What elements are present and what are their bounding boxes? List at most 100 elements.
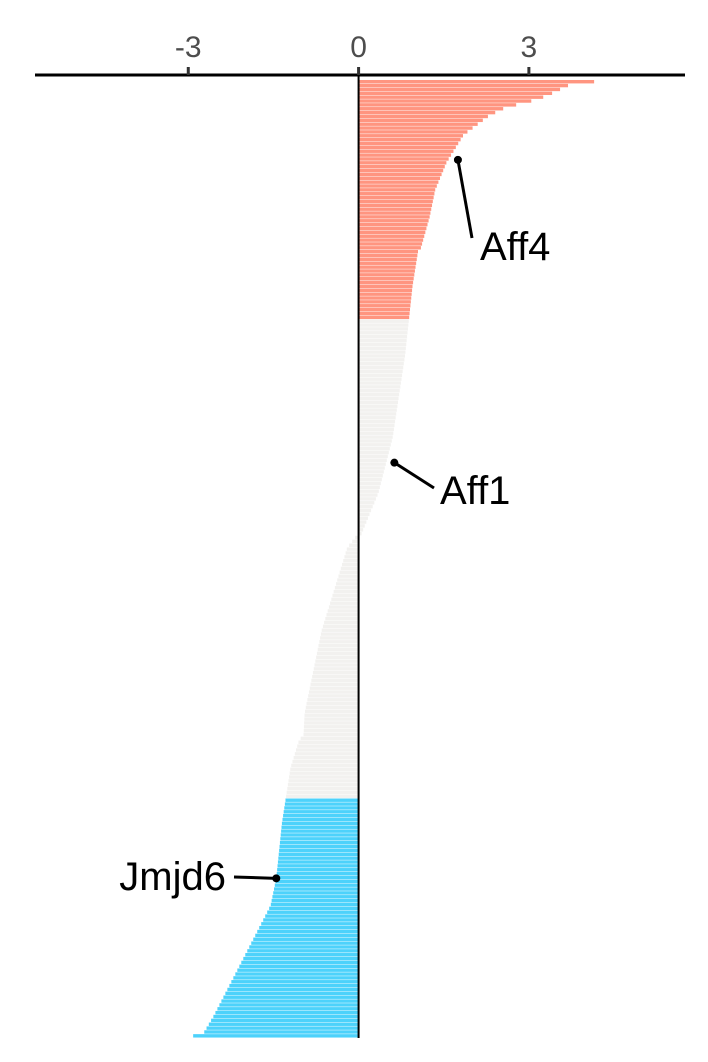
bar-positive	[358, 172, 442, 177]
bar-neutral	[358, 331, 408, 335]
bar-negative	[278, 852, 359, 856]
tick-label: -3	[175, 31, 202, 64]
bar-neutral	[309, 686, 359, 690]
bar-neutral	[336, 582, 359, 586]
bar-neutral	[358, 531, 362, 536]
bar-positive	[358, 134, 464, 138]
bar-neutral	[312, 674, 359, 679]
bar-neutral	[297, 744, 359, 748]
bar-neutral	[343, 559, 359, 563]
bar-negative	[249, 945, 359, 949]
bar-neutral	[289, 775, 359, 779]
bar-neutral	[358, 323, 409, 327]
bar-neutral	[358, 423, 395, 428]
bar-negative	[276, 871, 359, 876]
bar-neutral	[310, 682, 359, 687]
bar-positive	[358, 300, 411, 304]
bar-neutral	[358, 381, 401, 385]
bar-positive	[358, 107, 504, 111]
bar-neutral	[358, 504, 373, 509]
bar-negative	[274, 887, 359, 891]
bar-negative	[253, 937, 359, 941]
bar-neutral	[300, 736, 359, 741]
bar-neutral	[296, 748, 359, 752]
bar-neutral	[358, 474, 383, 478]
bar-neutral	[358, 454, 388, 459]
bar-negative	[233, 976, 359, 980]
bar-negative	[284, 802, 359, 806]
bar-neutral	[292, 759, 359, 764]
bar-negative	[229, 983, 359, 988]
bar-neutral	[291, 763, 359, 768]
bar-negative	[269, 906, 359, 911]
bar-neutral	[320, 636, 359, 640]
bar-negative	[255, 933, 359, 938]
bar-positive	[358, 145, 456, 150]
bar-neutral	[307, 698, 359, 702]
bar-positive	[358, 168, 444, 173]
bar-neutral	[358, 443, 391, 447]
bar-neutral	[313, 667, 359, 671]
bar-neutral	[345, 551, 359, 555]
bar-neutral	[358, 338, 407, 343]
bar-neutral	[358, 416, 396, 420]
bar-positive	[358, 226, 427, 231]
bar-neutral	[349, 543, 359, 547]
bar-neutral	[358, 485, 380, 490]
bar-neutral	[304, 709, 359, 714]
tick-label: 0	[350, 31, 367, 64]
bar-neutral	[308, 690, 359, 694]
bar-neutral	[316, 651, 359, 656]
bar-neutral	[289, 771, 359, 775]
bar-positive	[358, 180, 439, 184]
bar-neutral	[314, 663, 359, 667]
bar-neutral	[358, 412, 397, 416]
bar-neutral	[358, 497, 376, 501]
bar-negative	[283, 813, 359, 818]
bar-neutral	[342, 562, 359, 567]
bar-negative	[259, 925, 359, 930]
bar-positive	[358, 315, 410, 320]
bar-neutral	[358, 334, 408, 339]
bar-negative	[206, 1026, 359, 1030]
bar-positive	[358, 307, 411, 312]
bar-negative	[231, 980, 359, 984]
bar-positive	[358, 246, 421, 250]
bar-positive	[358, 211, 431, 215]
bar-neutral	[358, 396, 399, 401]
bar-positive	[358, 192, 435, 196]
bar-positive	[358, 311, 410, 316]
bar-neutral	[358, 419, 396, 424]
bar-negative	[284, 806, 359, 810]
bar-neutral	[286, 794, 359, 799]
bar-neutral	[358, 450, 389, 455]
annotation-point	[453, 155, 462, 164]
bar-negative	[247, 949, 359, 953]
bar-neutral	[328, 605, 359, 609]
bar-neutral	[358, 369, 403, 374]
bar-positive	[358, 215, 430, 219]
bar-neutral	[358, 524, 365, 528]
bar-neutral	[286, 790, 359, 795]
bar-neutral	[305, 705, 359, 710]
bar-negative	[245, 953, 359, 957]
bar-neutral	[318, 643, 359, 648]
bar-positive	[358, 195, 434, 200]
bar-neutral	[332, 593, 359, 598]
bar-positive	[358, 296, 412, 300]
bar-neutral	[325, 616, 359, 621]
annotation-label: Aff1	[440, 469, 510, 513]
bar-negative	[217, 1007, 359, 1011]
bar-negative	[283, 810, 359, 814]
bar-neutral	[358, 520, 367, 524]
bar-negative	[273, 891, 359, 895]
bar-positive	[358, 157, 449, 161]
bar-neutral	[334, 586, 359, 590]
bar-neutral	[358, 389, 400, 393]
bar-neutral	[312, 671, 359, 675]
bar-negative	[263, 918, 359, 922]
bar-positive	[358, 99, 532, 103]
bar-neutral	[352, 539, 359, 544]
bar-neutral	[288, 779, 359, 783]
